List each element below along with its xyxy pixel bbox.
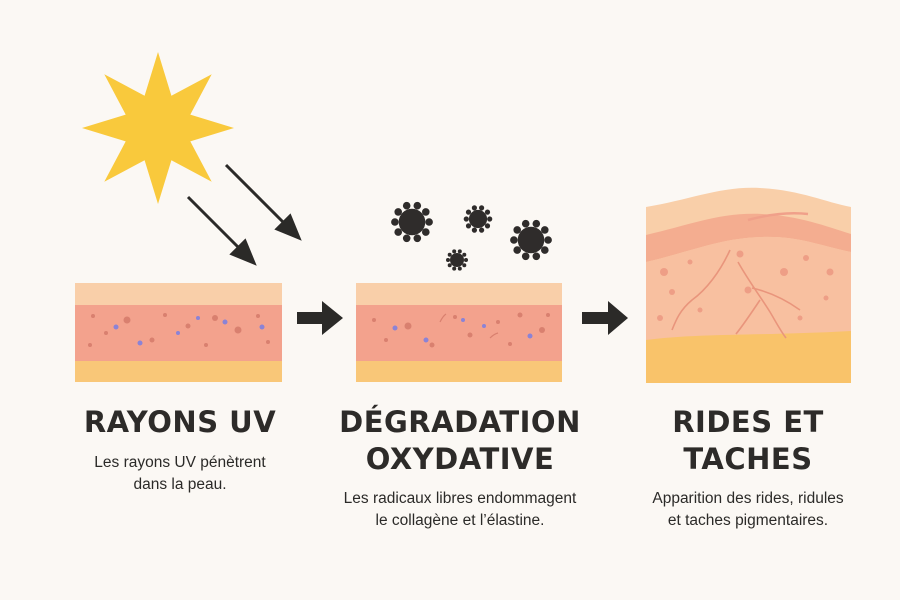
skin-layer-damaged xyxy=(356,283,562,382)
free-radical-spike xyxy=(402,234,411,243)
free-radical-spike xyxy=(394,228,403,236)
stage-1-description: Les rayons UV pénètrent dans la peau. xyxy=(60,452,300,496)
free-radical-spike xyxy=(510,236,518,244)
free-radical-spike xyxy=(464,258,468,262)
free-radical-spike xyxy=(471,205,477,211)
free-radical-spike xyxy=(446,258,450,262)
free-radical-spike xyxy=(532,252,541,261)
stage-2-title-line-1: DÉGRADATION xyxy=(339,405,581,439)
stage-3-title-line-1: RIDES ET xyxy=(672,405,824,439)
free-radical-spike xyxy=(487,216,493,222)
flow-arrow-icon xyxy=(297,301,343,335)
free-radical-icon xyxy=(517,226,545,254)
free-radical-spike xyxy=(541,226,549,234)
free-radical-spike xyxy=(479,205,485,211)
free-radical-spike xyxy=(462,252,467,257)
free-radical-spike xyxy=(413,201,422,210)
stage-2-desc-line-2: le collagène et l’élastine. xyxy=(375,512,545,529)
free-radical-spike xyxy=(532,219,541,228)
free-radical-spike xyxy=(513,246,521,254)
skin-layer-wrinkled xyxy=(646,187,851,383)
stage-3-desc-line-1: Apparition des rides, ridules xyxy=(652,490,844,507)
free-radical-icon xyxy=(450,253,464,267)
free-radical-spike xyxy=(402,201,411,210)
free-radical-spike xyxy=(513,226,521,234)
free-radical-spike xyxy=(422,228,430,236)
free-radical-spike xyxy=(413,234,422,243)
stage-1-title: RAYONS UV xyxy=(60,404,300,441)
stage-3-desc-line-2: et taches pigmentaires. xyxy=(667,512,829,529)
free-radical-spike xyxy=(457,249,462,254)
free-radical-icon xyxy=(468,209,488,229)
free-radical-spike xyxy=(521,219,530,228)
stage-3-title-line-2: TACHES xyxy=(683,442,813,476)
stage-1-desc-line-2: dans la peau. xyxy=(133,476,227,493)
free-radical-spike xyxy=(521,252,530,261)
free-radical-spike xyxy=(479,227,485,233)
stage-3-title: RIDES ET TACHES xyxy=(618,404,878,478)
uv-ray-arrow-icon xyxy=(186,163,302,266)
free-radical-spike xyxy=(457,266,462,271)
stage-1-title-line: RAYONS UV xyxy=(83,405,277,439)
free-radical-spike xyxy=(391,218,399,226)
free-radical-spike xyxy=(452,266,457,271)
stage-1-desc-line-1: Les rayons UV pénètrent xyxy=(94,454,266,471)
stage-2-description: Les radicaux libres endommagent le colla… xyxy=(318,488,602,532)
free-radical-spike xyxy=(452,249,457,254)
stage-2-desc-line-1: Les radicaux libres endommagent xyxy=(343,490,577,507)
free-radical-spike xyxy=(447,263,452,268)
stage-2-title: DÉGRADATION OXYDATIVE xyxy=(330,404,590,478)
skin-layer-healthy xyxy=(75,283,282,382)
free-radical-spike xyxy=(541,246,549,254)
free-radical-icon xyxy=(391,201,552,271)
free-radical-spike xyxy=(447,252,452,257)
free-radical-spike xyxy=(484,223,491,229)
stage-2-title-line-2: OXYDATIVE xyxy=(365,442,555,476)
free-radical-icon xyxy=(398,208,426,236)
free-radical-spike xyxy=(394,208,403,216)
free-radical-spike xyxy=(484,209,491,215)
free-radical-spike xyxy=(544,236,552,244)
free-radical-spike xyxy=(465,209,472,215)
sun-icon xyxy=(82,52,234,204)
free-radical-spike xyxy=(463,216,469,222)
free-radical-spike xyxy=(471,227,477,233)
stage-3-description: Apparition des rides, ridules et taches … xyxy=(610,488,886,532)
free-radical-spike xyxy=(422,208,430,216)
flow-arrow-icon xyxy=(582,301,628,335)
free-radical-spike xyxy=(425,218,433,226)
free-radical-spike xyxy=(465,223,472,229)
free-radical-spike xyxy=(462,263,467,268)
